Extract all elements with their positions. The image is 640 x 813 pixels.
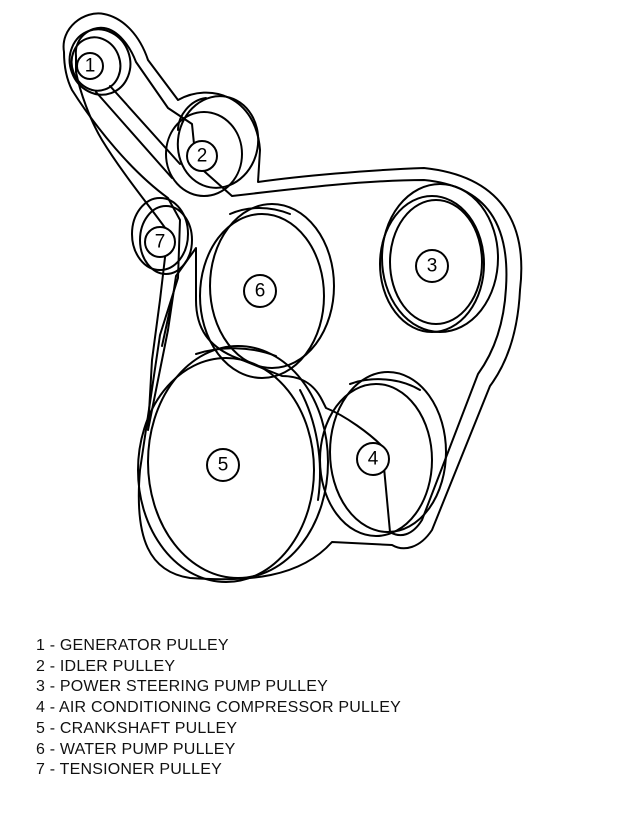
generator-pulley [68,28,132,96]
idler-pulley [165,95,260,197]
callout-3-label: 3 [427,256,438,277]
belt-outer [62,12,523,581]
serpentine-belt-diagram: 1 2 3 4 5 6 7 [62,12,523,583]
callout-7 [144,226,176,258]
belt-strand-1-2 [95,91,173,179]
callout-7-label: 7 [155,232,166,253]
legend-item-power-steering: 3 - POWER STEERING PUMP PULLEY [36,678,328,696]
callout-1-label: 1 [85,56,96,77]
belt-inner [74,26,508,537]
callout-4-label: 4 [368,449,379,470]
legend-item-idler: 2 - IDLER PULLEY [36,657,176,675]
callout-5-label: 5 [218,455,229,476]
ac-compressor-pulley [319,371,447,537]
legend-item-generator: 1 - GENERATOR PULLEY [36,637,229,654]
callout-4 [356,442,390,476]
callout-5 [206,448,240,482]
legend-item-tensioner: 7 - TENSIONER PULLEY [36,761,222,779]
callout-3 [415,249,449,283]
belt-strand-6-5 [161,299,173,347]
legend-item-ac-compressor: 4 - AIR CONDITIONING COMPRESSOR PULLEY [36,699,401,717]
legend-item-water-pump: 6 - WATER PUMP PULLEY [36,740,236,758]
crankshaft-pulley [137,345,329,583]
tensioner-pulley [131,197,193,275]
callout-2 [186,140,218,172]
water-pump-pulley [199,203,335,379]
power-steering-pulley [379,183,499,333]
callout-1 [76,52,104,80]
callout-6 [243,274,277,308]
legend-item-crankshaft: 5 - CRANKSHAFT PULLEY [36,719,238,737]
callout-6-label: 6 [255,281,266,302]
pulley-legend: 1 - GENERATOR PULLEY 2 - IDLER PULLEY 3 … [36,636,401,781]
callout-2-label: 2 [197,146,208,167]
belt-strand-1-2b [109,85,181,165]
